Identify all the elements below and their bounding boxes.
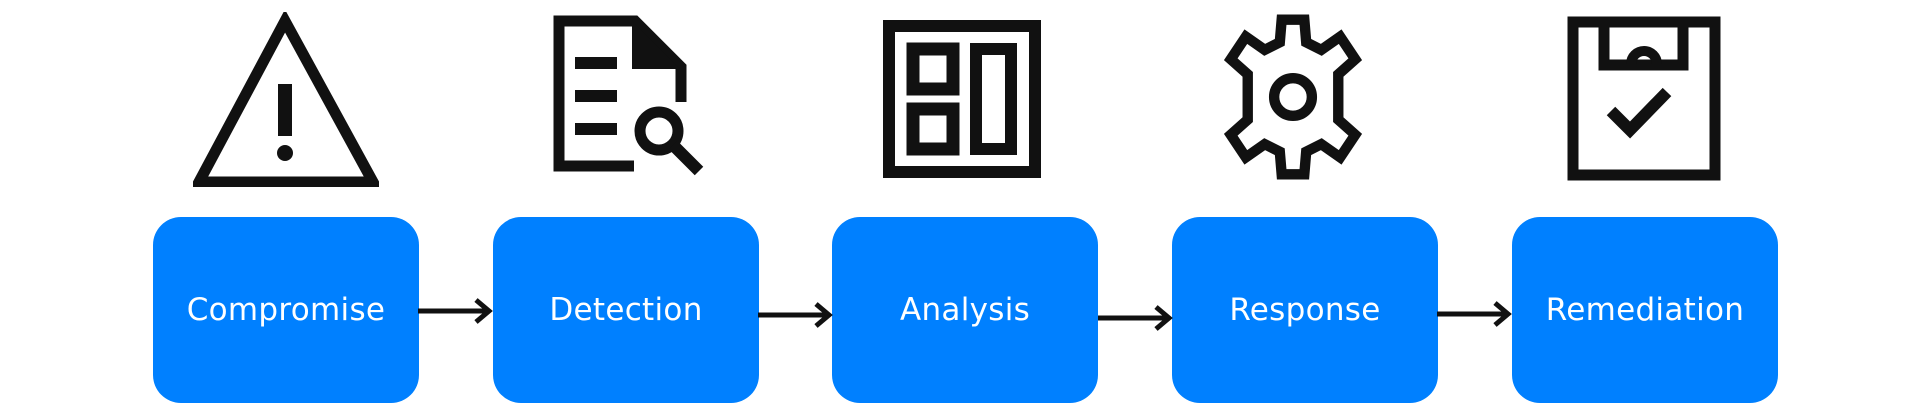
gear-icon	[1210, 12, 1376, 182]
arrow-connector	[1098, 303, 1174, 333]
warning-triangle-icon	[193, 12, 379, 187]
step-label: Response	[1229, 292, 1381, 328]
arrow-connector	[758, 300, 834, 330]
step-response: Response	[1172, 217, 1438, 403]
clipboard-check-icon	[1565, 12, 1723, 182]
step-label: Detection	[549, 292, 703, 328]
arrow-connector	[1437, 299, 1513, 329]
step-compromise: Compromise	[153, 217, 419, 403]
document-search-icon	[549, 14, 709, 184]
arrow-connector	[418, 296, 494, 326]
step-label: Analysis	[899, 292, 1031, 328]
step-analysis: Analysis	[832, 217, 1098, 403]
step-label: Remediation	[1545, 292, 1745, 328]
step-remediation: Remediation	[1512, 217, 1778, 403]
step-label: Compromise	[186, 292, 386, 328]
dashboard-panel-icon	[882, 19, 1042, 179]
step-detection: Detection	[493, 217, 759, 403]
